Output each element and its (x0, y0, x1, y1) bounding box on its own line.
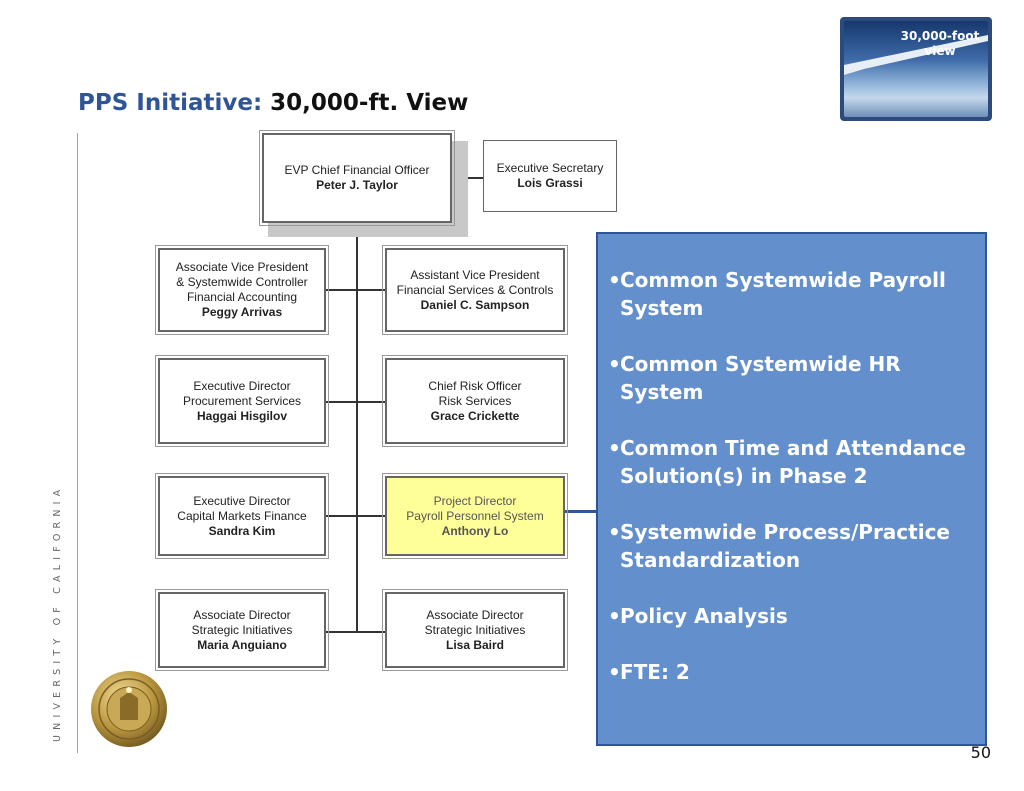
airplane-wing-icon (844, 35, 988, 75)
org-box-name: Peter J. Taylor (316, 178, 398, 192)
row3-connector (326, 515, 385, 517)
org-box-line: Payroll Personnel System (406, 508, 544, 523)
row2-connector (326, 401, 385, 403)
university-label: UNIVERSITY OF CALIFORNIA (52, 484, 72, 742)
bullet-item: Policy Analysis (608, 602, 975, 630)
org-box-left-3: Executive Director Capital Markets Finan… (155, 473, 329, 559)
caption-line-1: 30,000-foot (900, 29, 980, 43)
view-thumbnail: 30,000-foot view (840, 17, 992, 121)
org-box-name: Anthony Lo (441, 523, 509, 538)
org-box-right-1: Assistant Vice President Financial Servi… (382, 245, 568, 335)
org-box-title: Executive Secretary (496, 161, 604, 175)
row1-connector (326, 289, 385, 291)
org-box-line: Procurement Services (182, 393, 302, 408)
org-box-line: Associate Director (193, 607, 291, 622)
org-box-line: Capital Markets Finance (177, 508, 307, 523)
bullet-item: FTE: 2 (608, 658, 975, 686)
org-box-name: Peggy Arrivas (201, 305, 283, 319)
trunk-line (356, 224, 358, 632)
org-box-line: & Systemwide Controller (176, 275, 308, 289)
page-title: PPS Initiative: 30,000-ft. View (78, 90, 468, 116)
thumbnail-caption: 30,000-foot view (900, 29, 980, 59)
bullet-panel: Common Systemwide Payroll System Common … (596, 232, 987, 746)
org-box-line: Associate Vice President (175, 260, 309, 274)
university-seal-icon (91, 671, 167, 747)
org-box-left-2: Executive Director Procurement Services … (155, 355, 329, 447)
org-box-cfo: EVP Chief Financial Officer Peter J. Tay… (259, 130, 455, 226)
callout-connector (565, 510, 597, 513)
org-box-line: Executive Director (193, 493, 291, 508)
org-box-name: Lisa Baird (445, 637, 505, 652)
org-box-line: Financial Accounting (186, 290, 298, 304)
title-main: 30,000-ft. View (262, 90, 469, 116)
org-box-name: Daniel C. Sampson (420, 297, 530, 312)
org-box-title: EVP Chief Financial Officer (284, 163, 430, 177)
caption-line-2: view (924, 44, 956, 58)
row4-connector (326, 631, 385, 633)
org-box-right-3-highlighted: Project Director Payroll Personnel Syste… (382, 473, 568, 559)
org-box-name: Haggai Hisgilov (196, 408, 288, 423)
org-box-left-1: Associate Vice President & Systemwide Co… (155, 245, 329, 335)
bullet-item: Common Systemwide Payroll System (608, 266, 975, 322)
org-box-name: Grace Crickette (430, 408, 520, 423)
title-prefix: PPS Initiative: (78, 90, 263, 116)
org-box-line: Strategic Initiatives (191, 622, 293, 637)
org-box-line: Strategic Initiatives (424, 622, 526, 637)
university-label-text: UNIVERSITY OF CALIFORNIA (52, 484, 63, 742)
org-box-name: Maria Anguiano (197, 637, 287, 652)
org-box-name: Lois Grassi (517, 176, 583, 190)
bullet-item: Common Time and Attendance Solution(s) i… (608, 434, 975, 490)
sky-image: 30,000-foot view (844, 21, 988, 117)
org-box-line: Financial Services & Controls (396, 282, 554, 297)
org-box-line: Risk Services (438, 393, 512, 408)
org-box-secretary: Executive Secretary Lois Grassi (483, 140, 617, 212)
bullet-item: Common Systemwide HR System (608, 350, 975, 406)
org-box-line: Executive Director (193, 378, 291, 393)
org-box-line: Assistant Vice President (410, 267, 540, 282)
page-number: 50 (970, 743, 991, 762)
org-box-line: Chief Risk Officer (428, 378, 522, 393)
org-box-name: Sandra Kim (208, 523, 276, 538)
org-box-right-2: Chief Risk Officer Risk Services Grace C… (382, 355, 568, 447)
org-box-right-4: Associate Director Strategic Initiatives… (382, 589, 568, 671)
left-divider (77, 133, 78, 753)
org-box-line: Associate Director (426, 607, 524, 622)
bullet-item: Systemwide Process/Practice Standardizat… (608, 518, 975, 574)
org-box-left-4: Associate Director Strategic Initiatives… (155, 589, 329, 671)
org-box-line: Project Director (433, 493, 517, 508)
